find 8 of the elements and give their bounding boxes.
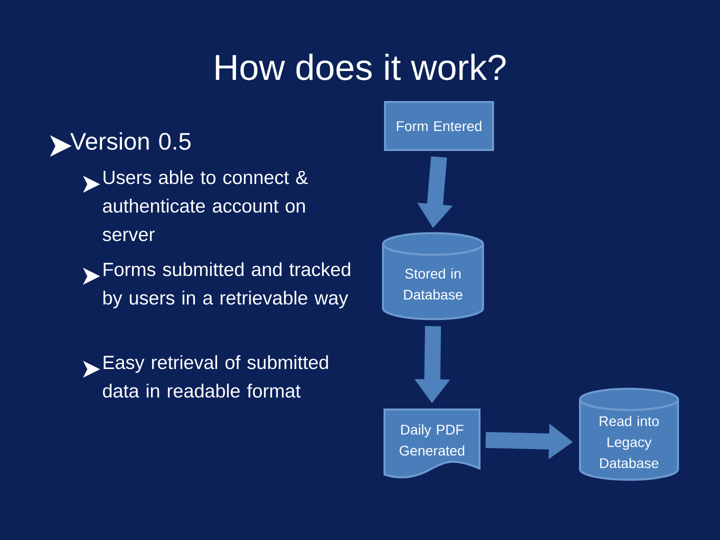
bullet-item: Users able to connect & authenticate account on server xyxy=(83,170,308,242)
process-box: Form Entered xyxy=(384,101,494,151)
database-cylinder: Read into Legacy Database xyxy=(579,388,679,481)
slide-title: How does it work? xyxy=(216,54,506,80)
database-cylinder: Stored in Database xyxy=(382,232,484,320)
bullet-item: Version 0.5 xyxy=(50,132,191,157)
bullet-item: Easy retrieval of submitted data in readable format xyxy=(83,355,328,398)
bullet-item: Forms submitted and tracked by users in a retrievable way xyxy=(83,262,350,308)
